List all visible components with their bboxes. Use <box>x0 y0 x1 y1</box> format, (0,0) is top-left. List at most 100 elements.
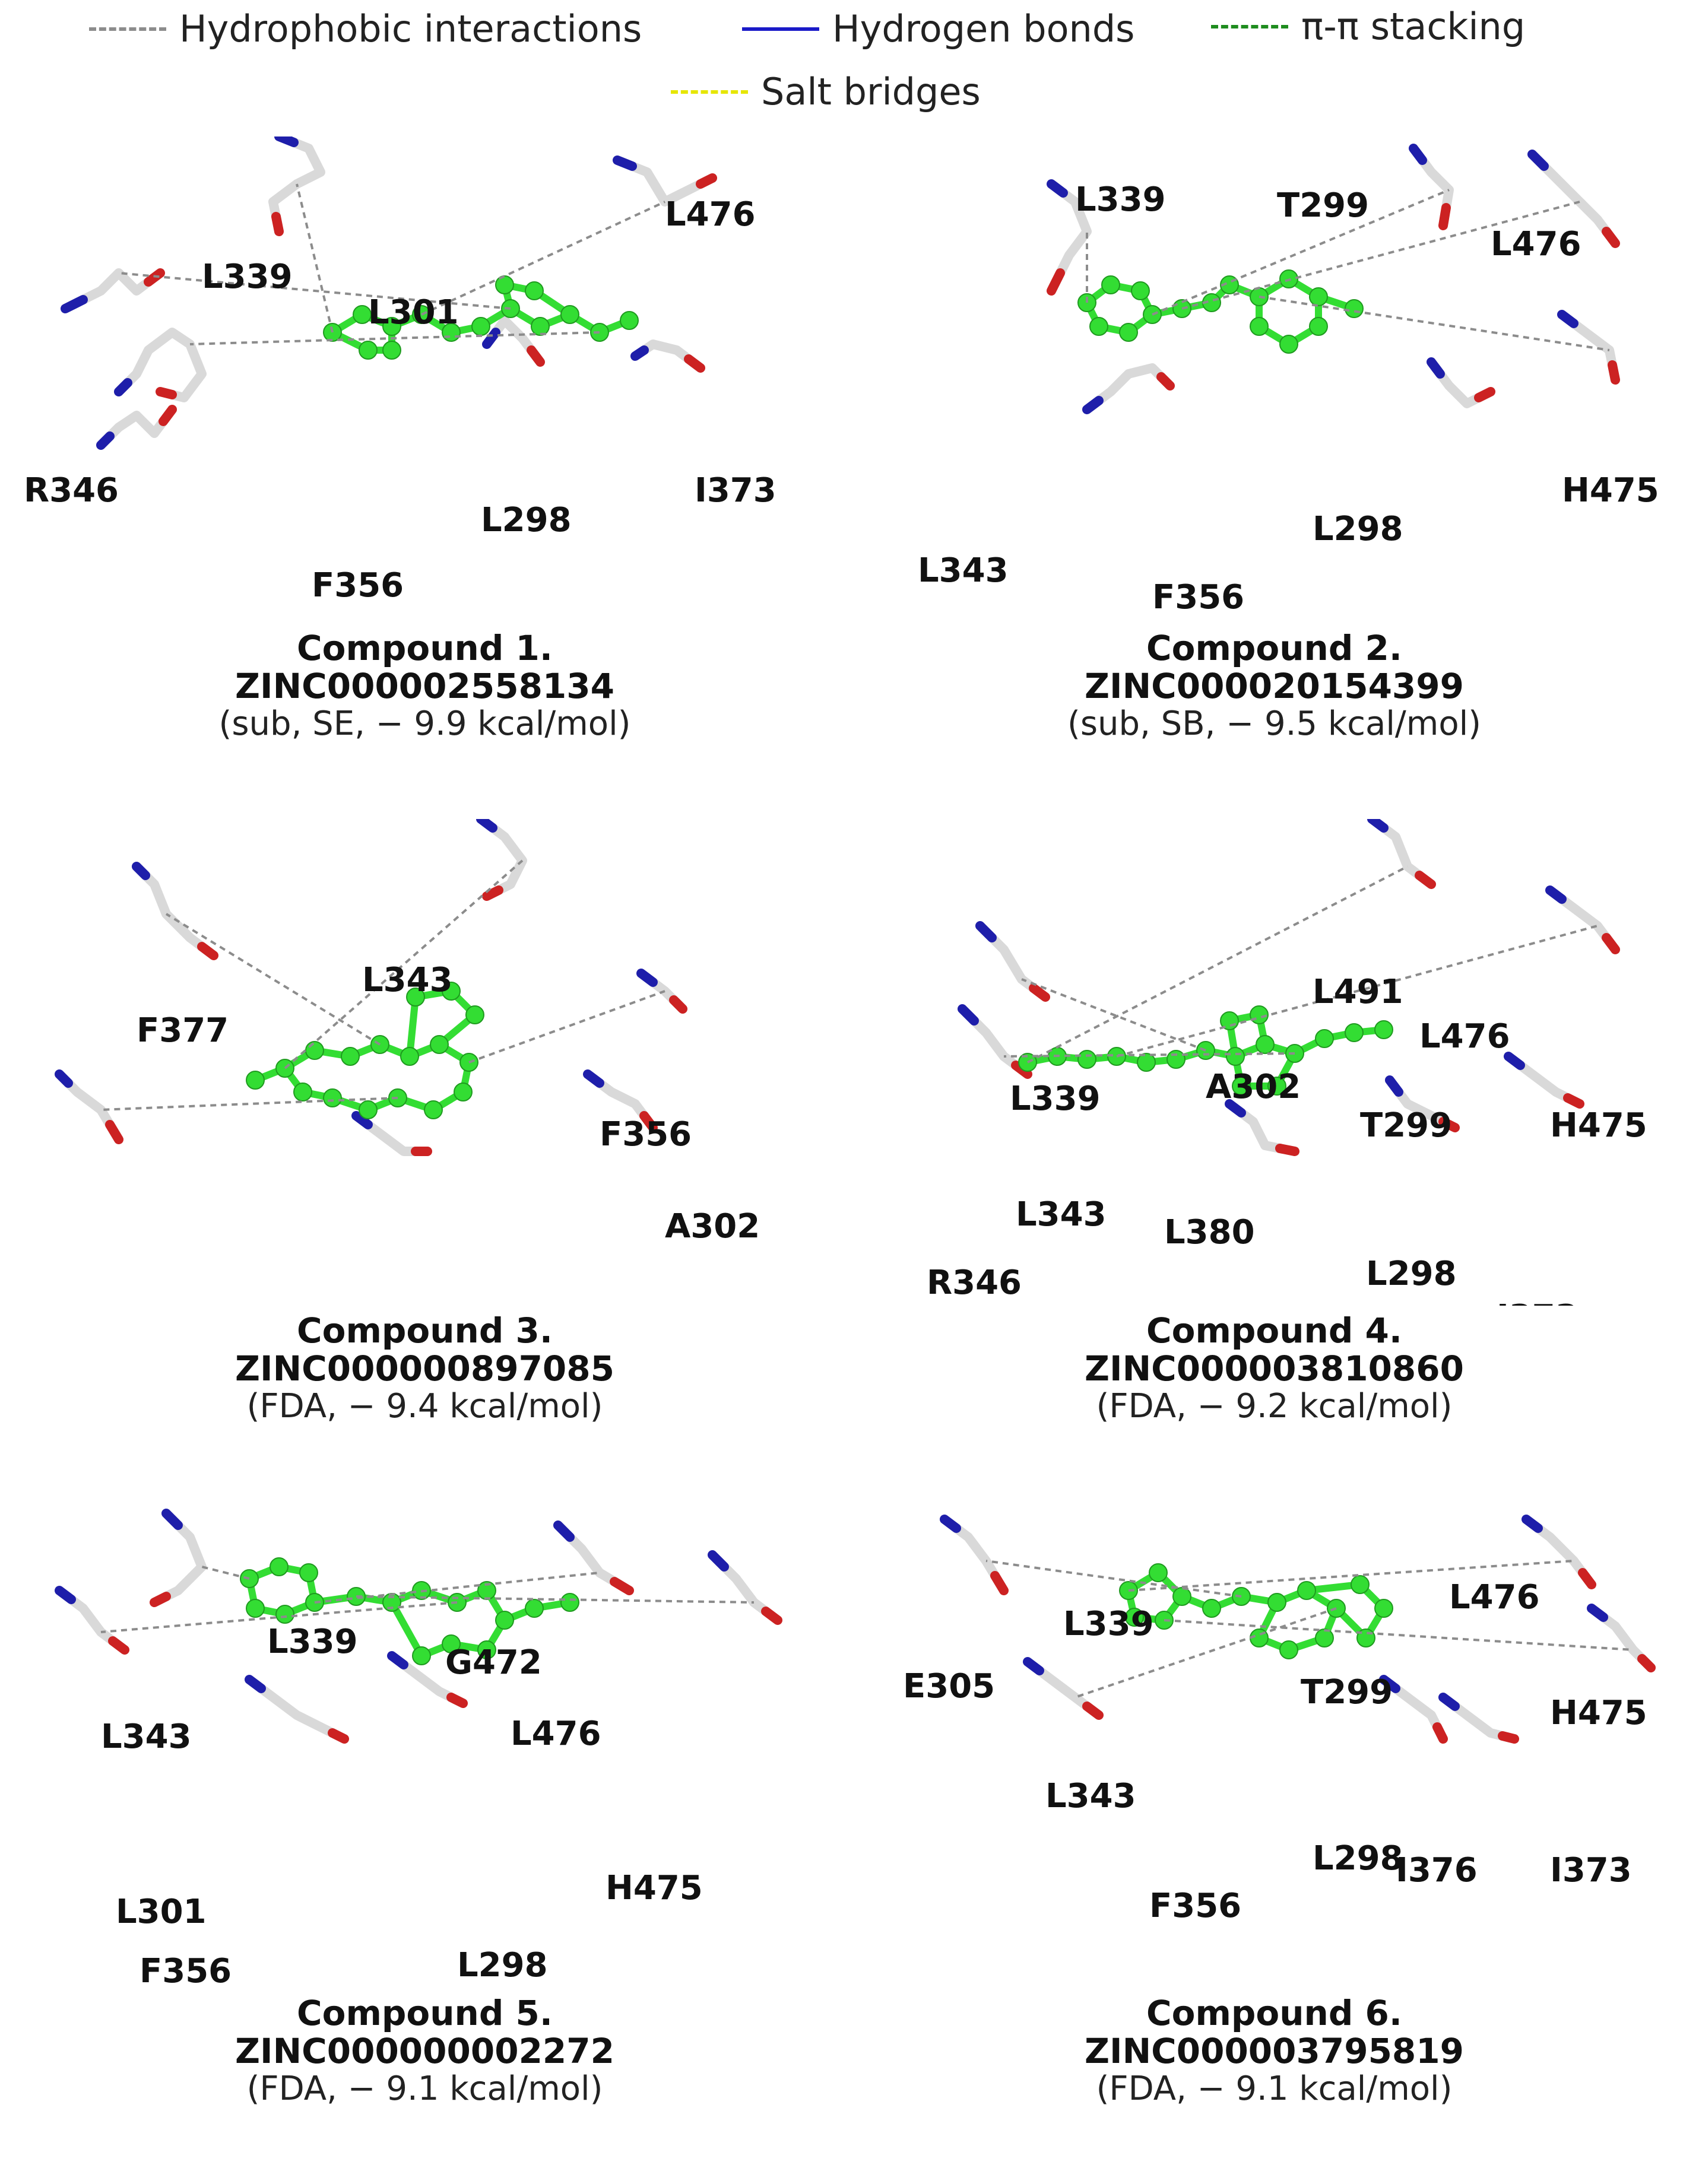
oxygen-atom <box>1275 1144 1299 1156</box>
residue-label: F356 <box>140 1952 232 1988</box>
residue-label: H475 <box>1550 1694 1647 1732</box>
docking-score: (sub, SB, − 9.5 kcal/mol) <box>1067 704 1481 743</box>
residue-label: H475 <box>606 1869 703 1907</box>
oxygen-atom <box>197 942 218 960</box>
hydrophobic-interaction <box>1003 1052 1295 1058</box>
hydrophobic-interaction <box>201 1566 250 1580</box>
legend-item-hydrophobic: Hydrophobic interactions <box>89 7 642 50</box>
compound-title: Compound 3. <box>297 1310 553 1351</box>
nitrogen-atom <box>1557 310 1578 328</box>
hydrophobic-interaction <box>1074 1607 1337 1699</box>
ligand-atom <box>341 1047 360 1066</box>
nitrogen-atom <box>274 136 299 147</box>
ligand-atom <box>323 1088 342 1107</box>
hydrophobic-interaction <box>356 1595 755 1604</box>
oxygen-atom <box>144 268 165 287</box>
ligand-atom <box>1101 275 1120 294</box>
nitrogen-atom <box>114 378 132 396</box>
oxygen-atom <box>1578 1568 1596 1589</box>
oxygen-atom <box>610 1577 634 1595</box>
nitrogen-atom <box>636 969 658 987</box>
oxygen-atom <box>1602 227 1620 248</box>
ligand-atom <box>560 305 579 324</box>
binding-site-render: L343F377F356A302I373L301L298 <box>55 819 760 1246</box>
ligand-atom <box>1256 1035 1275 1054</box>
zinc-id: ZINC000002558134 <box>234 666 615 706</box>
hydrophobic-interaction <box>1116 925 1598 1058</box>
oxygen-atom <box>108 1636 129 1655</box>
hydrophobic-interaction <box>1181 201 1580 310</box>
oxygen-atom <box>1011 1061 1032 1079</box>
compound-title: Compound 1. <box>297 628 553 668</box>
nitrogen-atom <box>613 155 637 171</box>
oxygen-atom <box>482 885 503 901</box>
nitrogen-atom <box>630 345 649 361</box>
ligand-atom <box>1279 335 1298 354</box>
residue-label: L301 <box>368 293 459 332</box>
residue-label: T299 <box>1277 186 1369 225</box>
ligand-atom <box>359 1100 378 1119</box>
nitrogen-atom <box>245 1675 266 1693</box>
residue-label: L339 <box>1063 1605 1154 1643</box>
oxygen-atom <box>1438 203 1451 230</box>
residue-label: I376 <box>1396 1851 1478 1890</box>
ligand-bond <box>406 996 419 1057</box>
residue-label: G472 <box>445 1643 542 1682</box>
nitrogen-atom <box>476 819 497 833</box>
panel-caption: Compound 2.ZINC000020154399(sub, SB, − 9… <box>850 629 1699 743</box>
hydrophobic-interaction <box>1152 189 1450 316</box>
ligand-atom <box>305 1041 324 1060</box>
nitrogen-atom <box>1427 357 1445 379</box>
panel-caption: Compound 6.ZINC000003795819(FDA, − 9.1 k… <box>850 1994 1699 2108</box>
ligand-atom <box>1077 1050 1096 1069</box>
oxygen-atom <box>1156 372 1175 391</box>
oxygen-atom <box>105 1120 123 1144</box>
hydrophobic-interaction <box>468 990 665 1064</box>
hydrophobic-interaction <box>421 201 665 316</box>
ligand-atom <box>1374 1020 1393 1039</box>
residue-label: L343 <box>918 551 1009 590</box>
ligand-atom <box>1279 1640 1298 1659</box>
ligand-atom <box>495 1611 514 1630</box>
nitrogen-atom <box>1379 1675 1400 1693</box>
residue-label: F356 <box>1152 578 1244 617</box>
residue-label: L339 <box>1010 1080 1101 1118</box>
nitrogen-atom <box>161 1509 183 1530</box>
residue-stick <box>268 136 325 236</box>
ligand-atom <box>1149 1563 1168 1582</box>
ligand-atom <box>471 317 490 336</box>
legend-label: π-π stacking <box>1301 5 1526 48</box>
residue-label: T299 <box>1360 1106 1452 1145</box>
ligand-atom <box>293 1083 312 1101</box>
ligand-atom <box>299 1563 318 1582</box>
docking-score: (FDA, − 9.1 kcal/mol) <box>246 2069 603 2108</box>
zinc-id: ZINC000000002272 <box>234 2031 615 2071</box>
nitrogen-atom <box>1409 144 1427 165</box>
nitrogen-atom <box>132 862 150 880</box>
ligand-atom <box>406 988 425 1007</box>
nitrogen-atom <box>1385 1075 1403 1097</box>
ligand-atom <box>1345 1023 1364 1042</box>
ligand-atom <box>525 1599 544 1618</box>
oxygen-atom <box>1438 1117 1460 1132</box>
ligand-atom <box>465 1005 484 1024</box>
residue-label: H475 <box>1550 1106 1647 1145</box>
ligand-atom <box>1119 323 1138 342</box>
ligand-atom <box>454 1083 473 1101</box>
ligand-atom <box>1125 1608 1144 1627</box>
compound-title: Compound 2. <box>1146 628 1402 668</box>
ligand-atom <box>246 1599 265 1618</box>
hydrophobic-interaction <box>100 1097 398 1111</box>
ligand-atom <box>270 1557 289 1576</box>
ligand-atom <box>1309 317 1328 336</box>
oxygen-atom <box>159 405 177 426</box>
nitrogen-atom <box>1587 1604 1608 1622</box>
residue-label: L343 <box>362 961 453 999</box>
residue-label: L339 <box>267 1623 358 1661</box>
ligand-atom <box>1315 1629 1334 1647</box>
ligand-atom <box>1297 1581 1316 1600</box>
ligand-atom <box>359 341 378 360</box>
legend-label: Hydrogen bonds <box>832 7 1135 50</box>
nitrogen-atom <box>387 1651 408 1669</box>
